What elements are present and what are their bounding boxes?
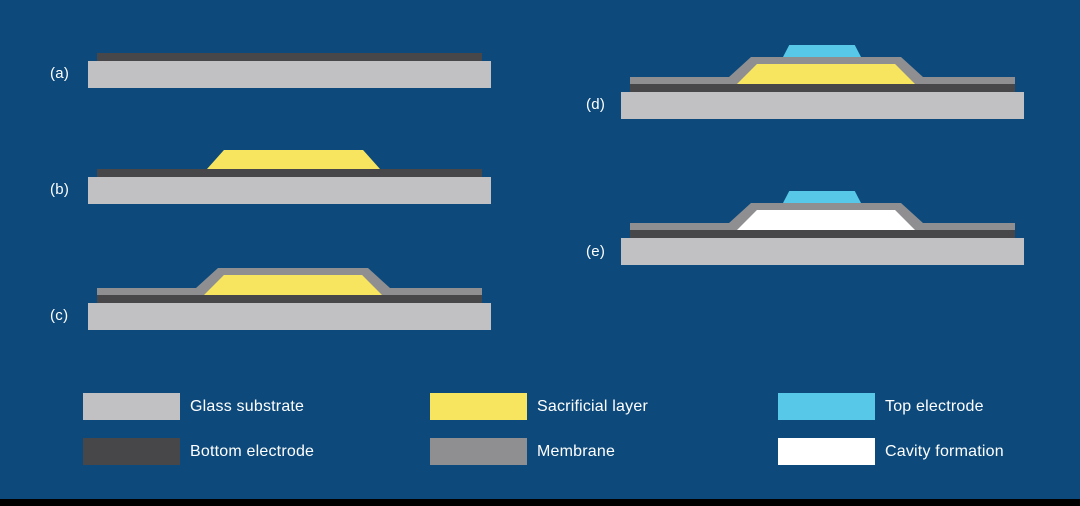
panel-c (88, 268, 491, 330)
panel-a-label: (a) (50, 65, 70, 82)
legend-label-membrane: Membrane (537, 443, 616, 460)
glass-substrate-layer (88, 303, 491, 330)
panel-a (88, 53, 491, 88)
legend-swatch-cavity-formation (778, 438, 875, 465)
panel-c-label: (c) (50, 307, 69, 324)
top-electrode-layer (783, 45, 861, 57)
legend-swatch-bottom-electrode (83, 438, 180, 465)
legend-label-sacrificial-layer: Sacrificial layer (537, 398, 648, 415)
legend-label-top-electrode: Top electrode (885, 398, 984, 415)
bottom-electrode-layer (97, 53, 482, 61)
glass-substrate-layer (621, 92, 1024, 119)
glass-substrate-layer (621, 238, 1024, 265)
panel-e-label: (e) (586, 243, 606, 260)
panel-d-label: (d) (586, 96, 606, 113)
glass-substrate-layer (88, 177, 491, 204)
legend-label-glass-substrate: Glass substrate (190, 398, 305, 415)
panel-b (88, 150, 491, 204)
legend-swatch-top-electrode (778, 393, 875, 420)
sacrificial-layer (207, 150, 380, 169)
bottom-electrode-layer (630, 84, 1015, 92)
legend-label-bottom-electrode: Bottom electrode (190, 443, 315, 460)
glass-substrate-layer (88, 61, 491, 88)
cavity-layer (737, 210, 915, 230)
sacrificial-layer (204, 275, 382, 295)
legend-label-cavity-formation: Cavity formation (885, 443, 1004, 460)
sacrificial-layer (737, 64, 915, 84)
bottom-electrode-layer (97, 169, 482, 177)
panel-e (621, 191, 1024, 265)
panel-b-label: (b) (50, 181, 70, 198)
legend-swatch-glass-substrate (83, 393, 180, 420)
top-electrode-layer (783, 191, 861, 203)
panel-d (621, 45, 1024, 119)
legend-swatch-sacrificial-layer (430, 393, 527, 420)
bottom-electrode-layer (97, 295, 482, 303)
bottom-electrode-layer (630, 230, 1015, 238)
legend-swatch-membrane (430, 438, 527, 465)
footer-bar (0, 499, 1080, 506)
